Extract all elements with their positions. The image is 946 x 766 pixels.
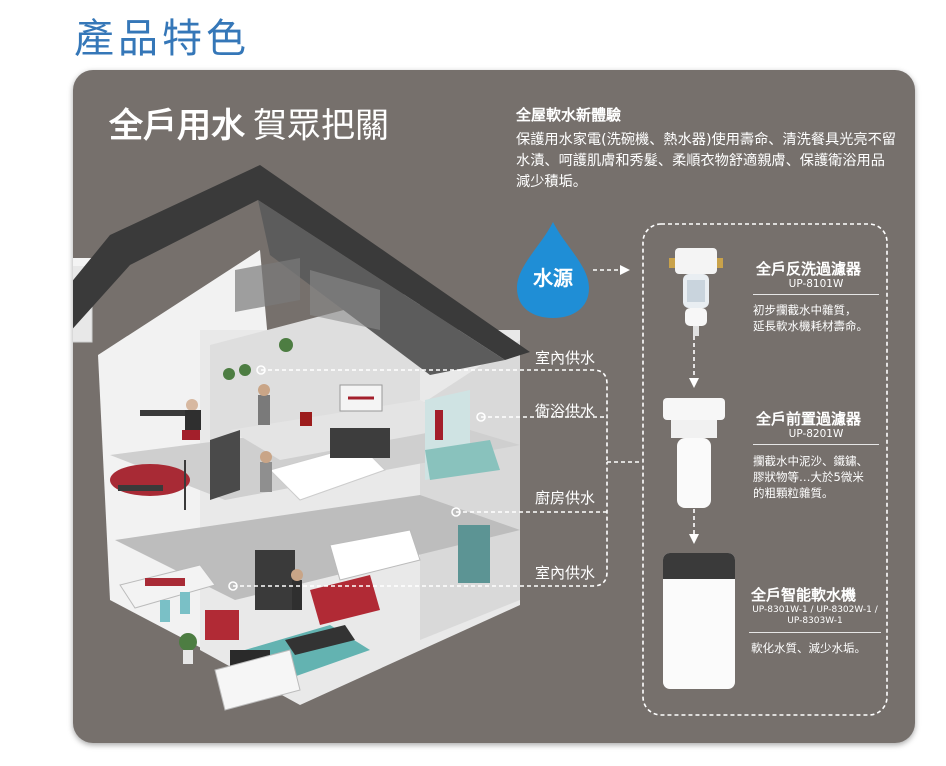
hero-title: 全戶用水賀眾把關: [109, 98, 389, 147]
house-illustration: [73, 165, 530, 711]
desc-line: 膠狀物等…大於5微米: [753, 470, 864, 484]
outlet-marker: [451, 507, 461, 517]
arrow-down-icon: [689, 534, 699, 544]
experience-heading: 全屋軟水新體驗: [516, 106, 622, 124]
backwash-filter-image: [669, 248, 723, 336]
supply-line-indoor-lower: [233, 462, 608, 587]
softener-image: [663, 553, 735, 689]
product-desc-softener: 軟化水質、減少水垢。: [751, 640, 866, 656]
model-line: UP-8301W-1 / UP-8302W-1 /: [752, 605, 878, 615]
desc-line: 軟化水質、減少水垢。: [751, 641, 866, 655]
product-model-softener: UP-8301W-1 / UP-8302W-1 / UP-8303W-1: [749, 605, 881, 627]
model-line: UP-8303W-1: [787, 616, 843, 626]
outlet-marker: [256, 365, 266, 375]
divider: [749, 632, 881, 633]
product-enclosure: [642, 223, 888, 716]
supply-line-indoor-upper: [261, 369, 608, 462]
supply-label-kitchen: 廚房供水: [535, 489, 596, 507]
product-desc-backwash-filter: 初步攔截水中雜質， 延長軟水機耗材壽命。: [753, 302, 868, 334]
product-name-pre-filter: 全戶前置過濾器: [756, 410, 862, 428]
page-title: 產品特色: [74, 16, 250, 62]
desc-line: 的粗顆粒雜質。: [753, 486, 834, 500]
supply-label-indoor-lower: 室內供水: [535, 564, 596, 582]
water-flow-lines: [228, 265, 699, 591]
feature-panel: 全戶用水賀眾把關 全屋軟水新體驗 保護用水家電(洗碗機、熱水器)使用壽命、清洗餐…: [73, 70, 915, 743]
product-model-pre-filter: UP-8201W: [788, 428, 844, 440]
product-name-backwash-filter: 全戶反洗過濾器: [756, 260, 862, 278]
outlet-marker: [228, 581, 238, 591]
pre-filter-image: [663, 398, 725, 508]
product-model-backwash-filter: UP-8101W: [788, 278, 844, 290]
desc-line: 攔截水中泥沙、鐵鏽、: [753, 454, 868, 468]
supply-label-bathroom: 衛浴供水: [535, 402, 596, 420]
arrow-right-icon: [620, 265, 630, 275]
desc-line: 延長軟水機耗材壽命。: [753, 319, 868, 333]
outlet-marker: [476, 412, 486, 422]
source-label: 水源: [533, 266, 573, 290]
desc-line: 初步攔截水中雜質，: [753, 303, 857, 317]
arrow-down-icon: [689, 378, 699, 388]
product-desc-pre-filter: 攔截水中泥沙、鐵鏽、 膠狀物等…大於5微米 的粗顆粒雜質。: [753, 453, 868, 501]
water-drop-icon: [517, 222, 589, 318]
experience-body: 保護用水家電(洗碗機、熱水器)使用壽命、清洗餐具光亮不留水漬、呵護肌膚和秀髮、柔…: [516, 132, 896, 190]
hero-title-main: 全戶用水: [109, 106, 245, 146]
product-name-softener: 全戶智能軟水機: [751, 586, 857, 604]
divider: [753, 444, 879, 445]
divider: [753, 294, 879, 295]
supply-label-indoor-upper: 室內供水: [535, 349, 596, 367]
hero-title-sub: 賀眾把關: [253, 106, 389, 146]
